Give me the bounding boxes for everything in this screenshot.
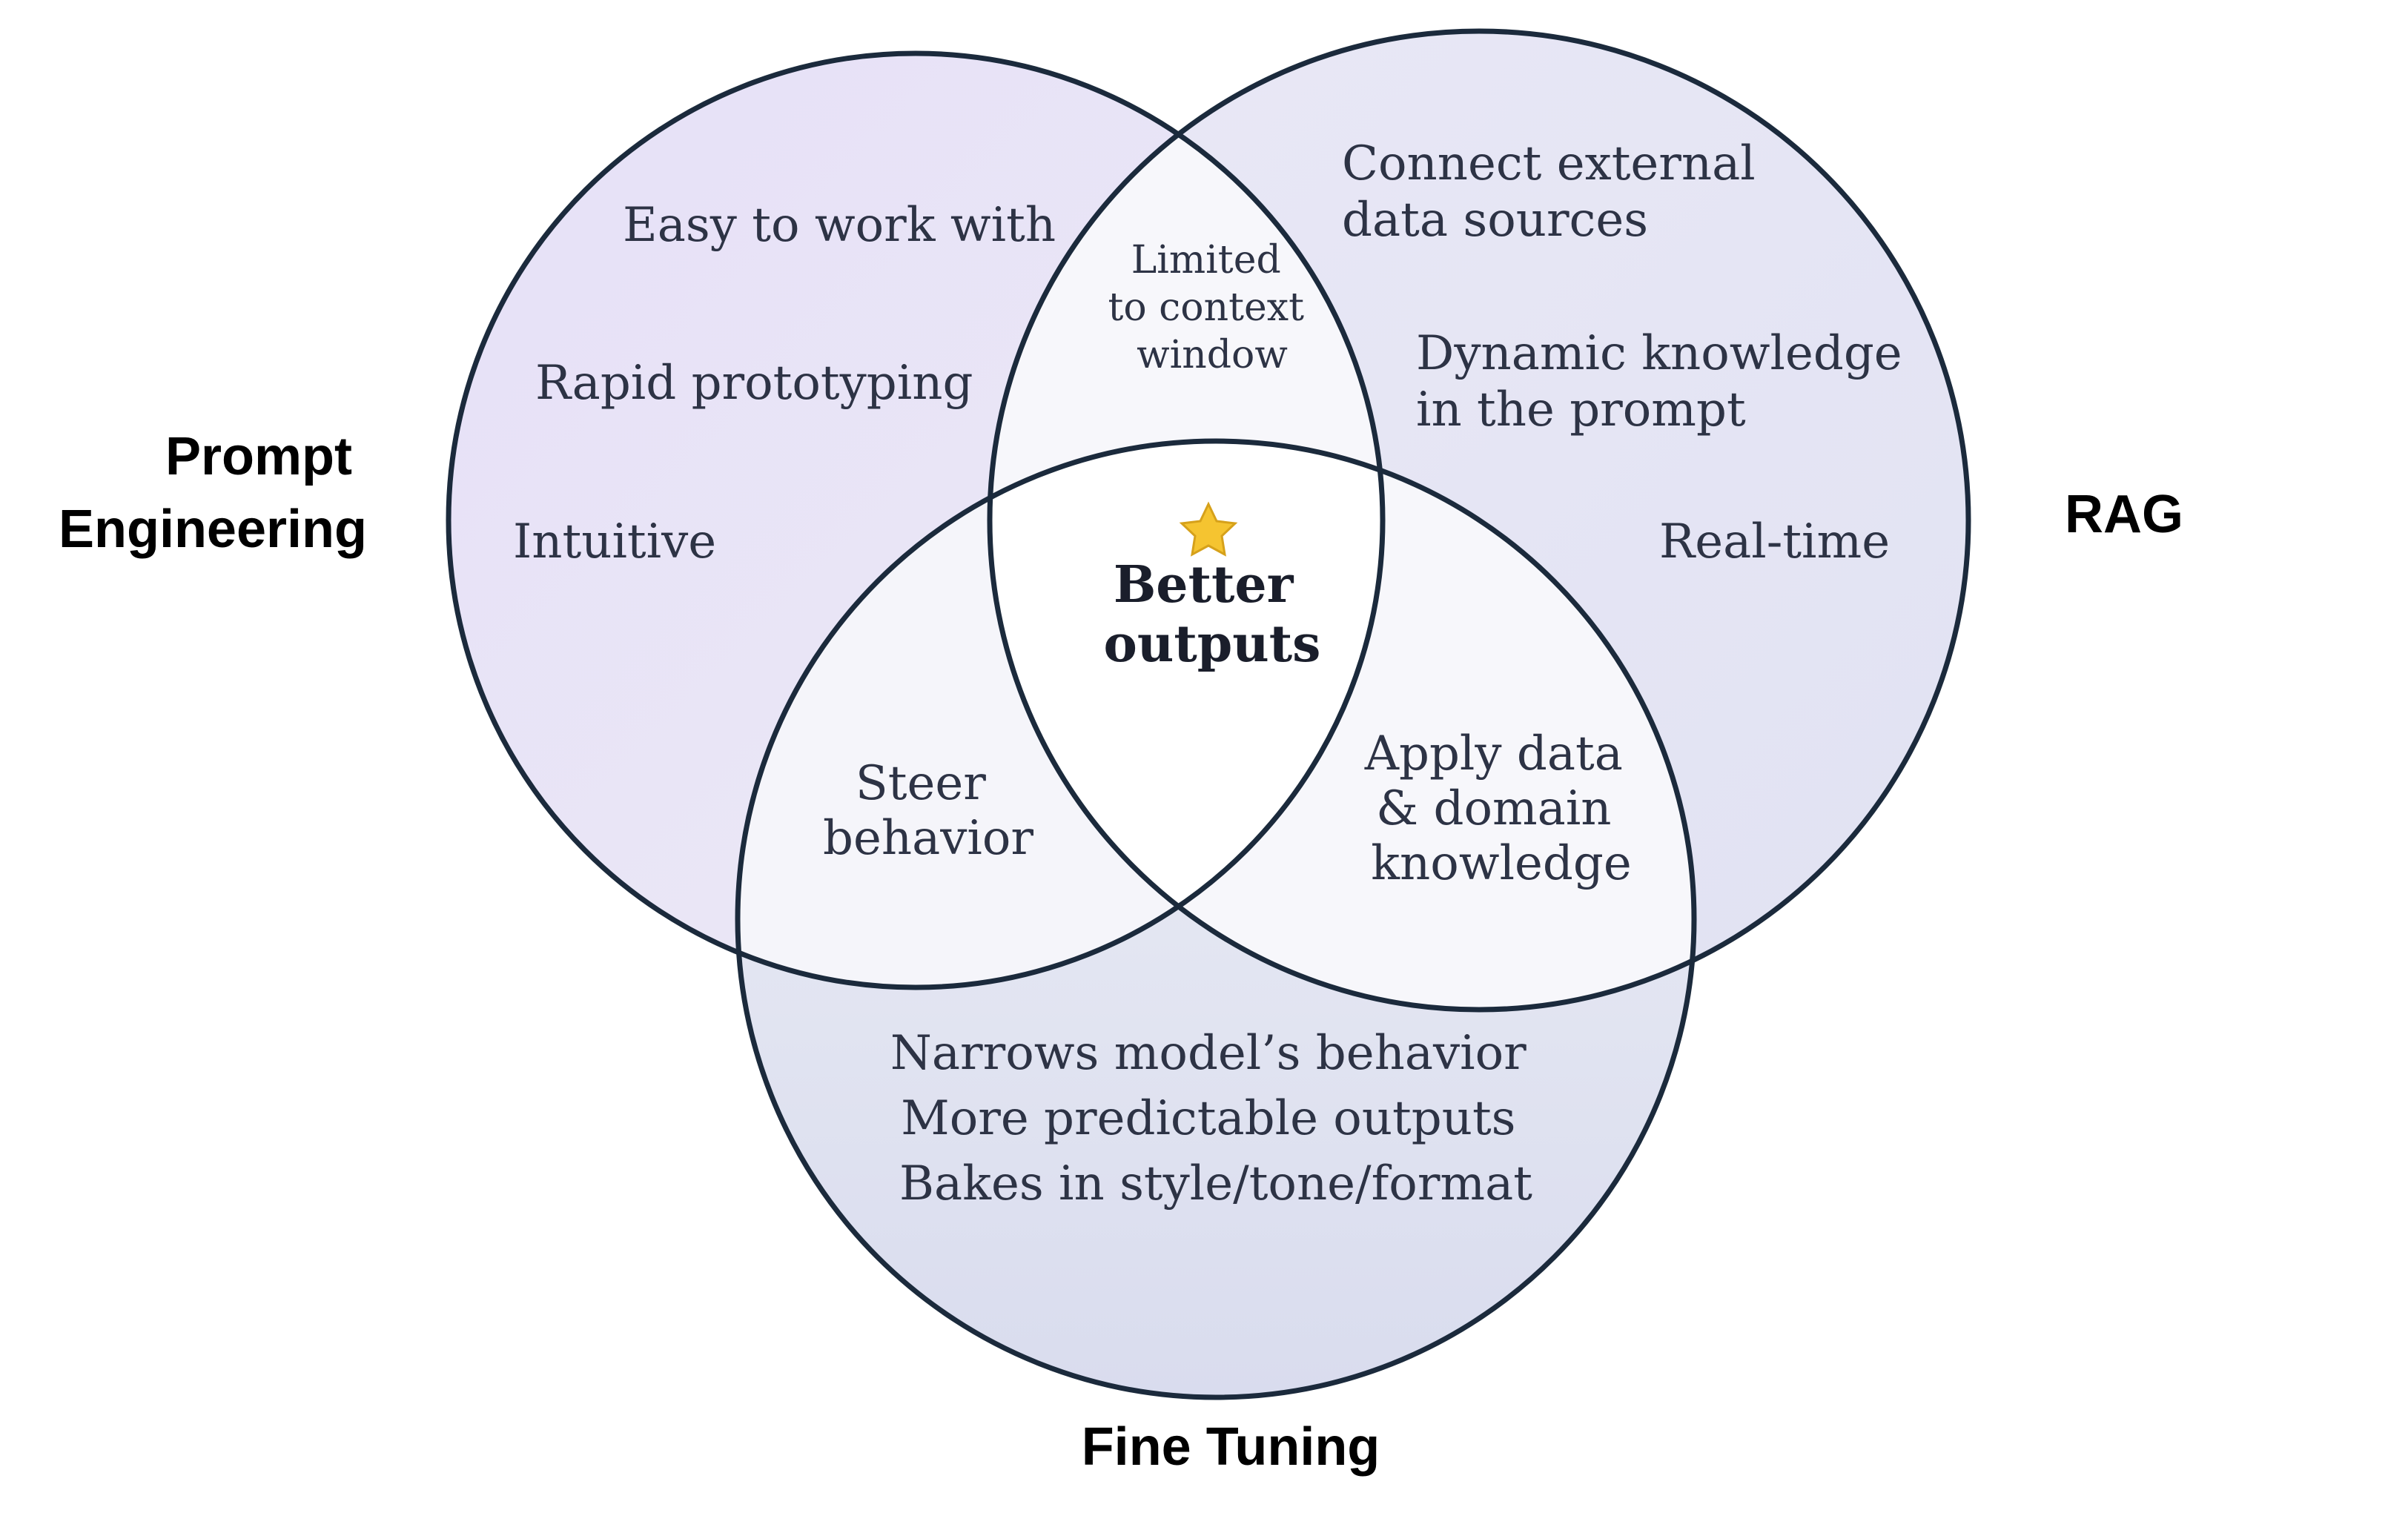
- overlap-line: behavior: [823, 811, 1033, 866]
- prompt-engineering-label: Prompt Engineering: [59, 427, 367, 559]
- overlap-line: Apply data: [1364, 726, 1623, 781]
- center-text: Better outputs: [1104, 555, 1321, 674]
- prompt-engineering-label-line: Prompt: [165, 427, 352, 486]
- fine-tuning-items: Narrows model’s behavior More predictabl…: [890, 1026, 1541, 1211]
- overlap-line: Steer: [856, 756, 986, 811]
- center-line: Better: [1114, 555, 1294, 615]
- overlap-line: Limited: [1131, 238, 1281, 282]
- rag-item-line: Dynamic knowledge: [1416, 326, 1902, 381]
- rag-item: Connect external data sources: [1342, 136, 1770, 248]
- overlap-line: & domain: [1376, 781, 1611, 836]
- overlap-line: window: [1137, 333, 1288, 377]
- fine-tuning-item: Narrows model’s behavior: [890, 1026, 1526, 1081]
- overlap-rag-fine-tuning: [990, 441, 1694, 1010]
- rag-outline: [987, 28, 1971, 1013]
- rag-item-line: Connect external: [1342, 136, 1756, 191]
- rag-item: Dynamic knowledge in the prompt: [1416, 326, 1917, 437]
- fine-tuning-label: Fine Tuning: [1082, 1417, 1380, 1477]
- overlap-rag-fine-tuning-text: Apply data & domain knowledge: [1364, 726, 1638, 891]
- rag-label: RAG: [2065, 485, 2183, 544]
- overlap-prompt-rag-text: Limited to context window: [1108, 238, 1316, 377]
- center-line: outputs: [1104, 615, 1321, 674]
- prompt-item: Rapid prototyping: [535, 356, 973, 411]
- overlap-line: to context: [1108, 285, 1304, 330]
- star-icon: [1179, 501, 1238, 557]
- fine-tuning-item: More predictable outputs: [901, 1091, 1515, 1146]
- prompt-engineering-label-line: Engineering: [59, 500, 367, 559]
- fine-tuning-outline: [735, 438, 1697, 1400]
- prompt-item: Easy to work with: [623, 198, 1056, 253]
- overlap-line: knowledge: [1371, 836, 1631, 891]
- prompt-engineering-outline: [446, 50, 1386, 990]
- fine-tuning-item: Bakes in style/tone/format: [899, 1156, 1532, 1211]
- rag-item: Real-time: [1659, 514, 1890, 569]
- prompt-item: Intuitive: [513, 514, 716, 569]
- rag-item-line: data sources: [1342, 193, 1648, 248]
- rag-item-line: in the prompt: [1416, 383, 1746, 437]
- overlap-prompt-fine-tuning-text: Steer behavior: [823, 756, 1033, 866]
